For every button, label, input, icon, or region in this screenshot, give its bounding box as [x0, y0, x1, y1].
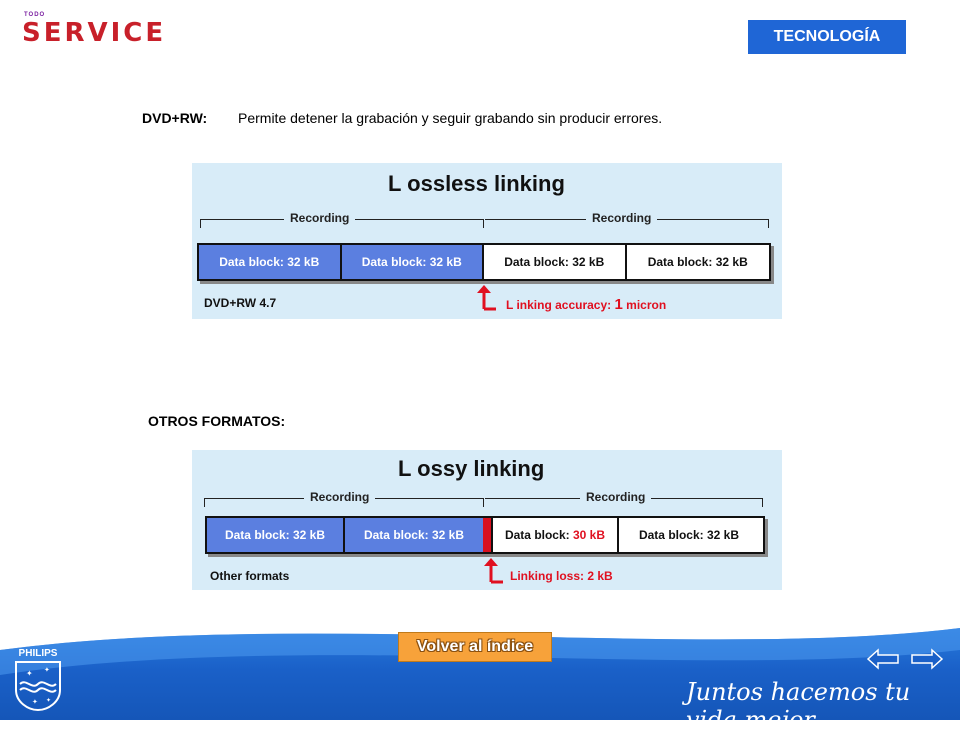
- data-block-prefix: Data block:: [504, 528, 570, 542]
- linking-accuracy-prefix: L inking accuracy:: [506, 298, 615, 312]
- data-block: Data block: 32 kB: [626, 245, 769, 279]
- data-block-strip: Data block: 32 kB Data block: 32 kB Data…: [197, 243, 771, 281]
- prev-arrow-icon[interactable]: [866, 648, 900, 670]
- linking-loss-text: Linking loss: 2 kB: [510, 569, 613, 583]
- data-block: Data block: 32 kB: [207, 518, 345, 552]
- lossy-title: L ossy linking: [398, 456, 545, 481]
- footer-slogan: Juntos hacemos tu vida mejor: [686, 678, 911, 734]
- bracket-tick: [768, 219, 769, 228]
- format-label: DVD+RW 4.7: [204, 296, 277, 310]
- recording-label-right: Recording: [580, 490, 652, 504]
- link-point-arrow-icon: [477, 285, 496, 311]
- bracket-tick: [204, 498, 205, 507]
- bracket-tick: [200, 219, 201, 228]
- bracket-tick: [483, 498, 484, 507]
- lossless-linking-diagram: L ossless linking Recording Recording Da…: [192, 163, 782, 319]
- footer-band: [0, 620, 960, 720]
- section-badge: TECNOLOGÍA: [748, 20, 906, 54]
- svg-text:✦: ✦: [32, 698, 38, 706]
- svg-text:✦: ✦: [26, 669, 33, 678]
- lossless-title: L ossless linking: [388, 171, 565, 196]
- data-block: Data block: 30 kB: [491, 518, 619, 552]
- logo-todo-text: TODO: [24, 12, 46, 18]
- otros-formatos-label: OTROS FORMATOS:: [148, 413, 286, 429]
- data-block-strip: Data block: 32 kB Data block: 32 kB Data…: [205, 516, 765, 554]
- linking-accuracy-value: 1: [614, 296, 623, 313]
- bracket-tick: [483, 219, 484, 228]
- todo-service-logo: TODO SERVICE: [22, 12, 172, 48]
- philips-logo-text: PHILIPS: [19, 648, 58, 659]
- dvd-rw-description: Permite detener la grabación y seguir gr…: [238, 110, 663, 126]
- data-block: Data block: 32 kB: [341, 245, 484, 279]
- linking-accuracy-text: L inking accuracy: 1 micron: [506, 296, 666, 313]
- dvd-rw-label: DVD+RW:: [142, 110, 208, 126]
- svg-text:✦: ✦: [44, 666, 50, 674]
- recording-label-right: Recording: [586, 211, 658, 225]
- data-block: Data block: 32 kB: [484, 245, 627, 279]
- bracket-tick: [762, 498, 763, 507]
- next-arrow-icon[interactable]: [910, 648, 944, 670]
- data-block: Data block: 32 kB: [199, 245, 342, 279]
- recording-label-left: Recording: [284, 211, 356, 225]
- format-label: Other formats: [210, 569, 290, 583]
- recording-label-left: Recording: [304, 490, 376, 504]
- lossy-linking-diagram: L ossy linking Recording Recording Data …: [192, 450, 782, 590]
- data-block: Data block: 32 kB: [345, 518, 483, 552]
- data-block-lost-value: 30 kB: [573, 528, 606, 542]
- svg-text:✦: ✦: [46, 697, 51, 704]
- linking-accuracy-suffix: micron: [622, 298, 667, 312]
- logo-service-text: SERVICE: [22, 18, 167, 48]
- back-to-index-button[interactable]: Volver al índice: [398, 632, 552, 662]
- data-block: Data block: 32 kB: [619, 518, 759, 552]
- philips-shield-logo: PHILIPS ✦ ✦ ✦ ✦: [15, 648, 61, 712]
- linking-loss-gap: [483, 518, 491, 552]
- link-point-arrow-icon: [484, 558, 503, 584]
